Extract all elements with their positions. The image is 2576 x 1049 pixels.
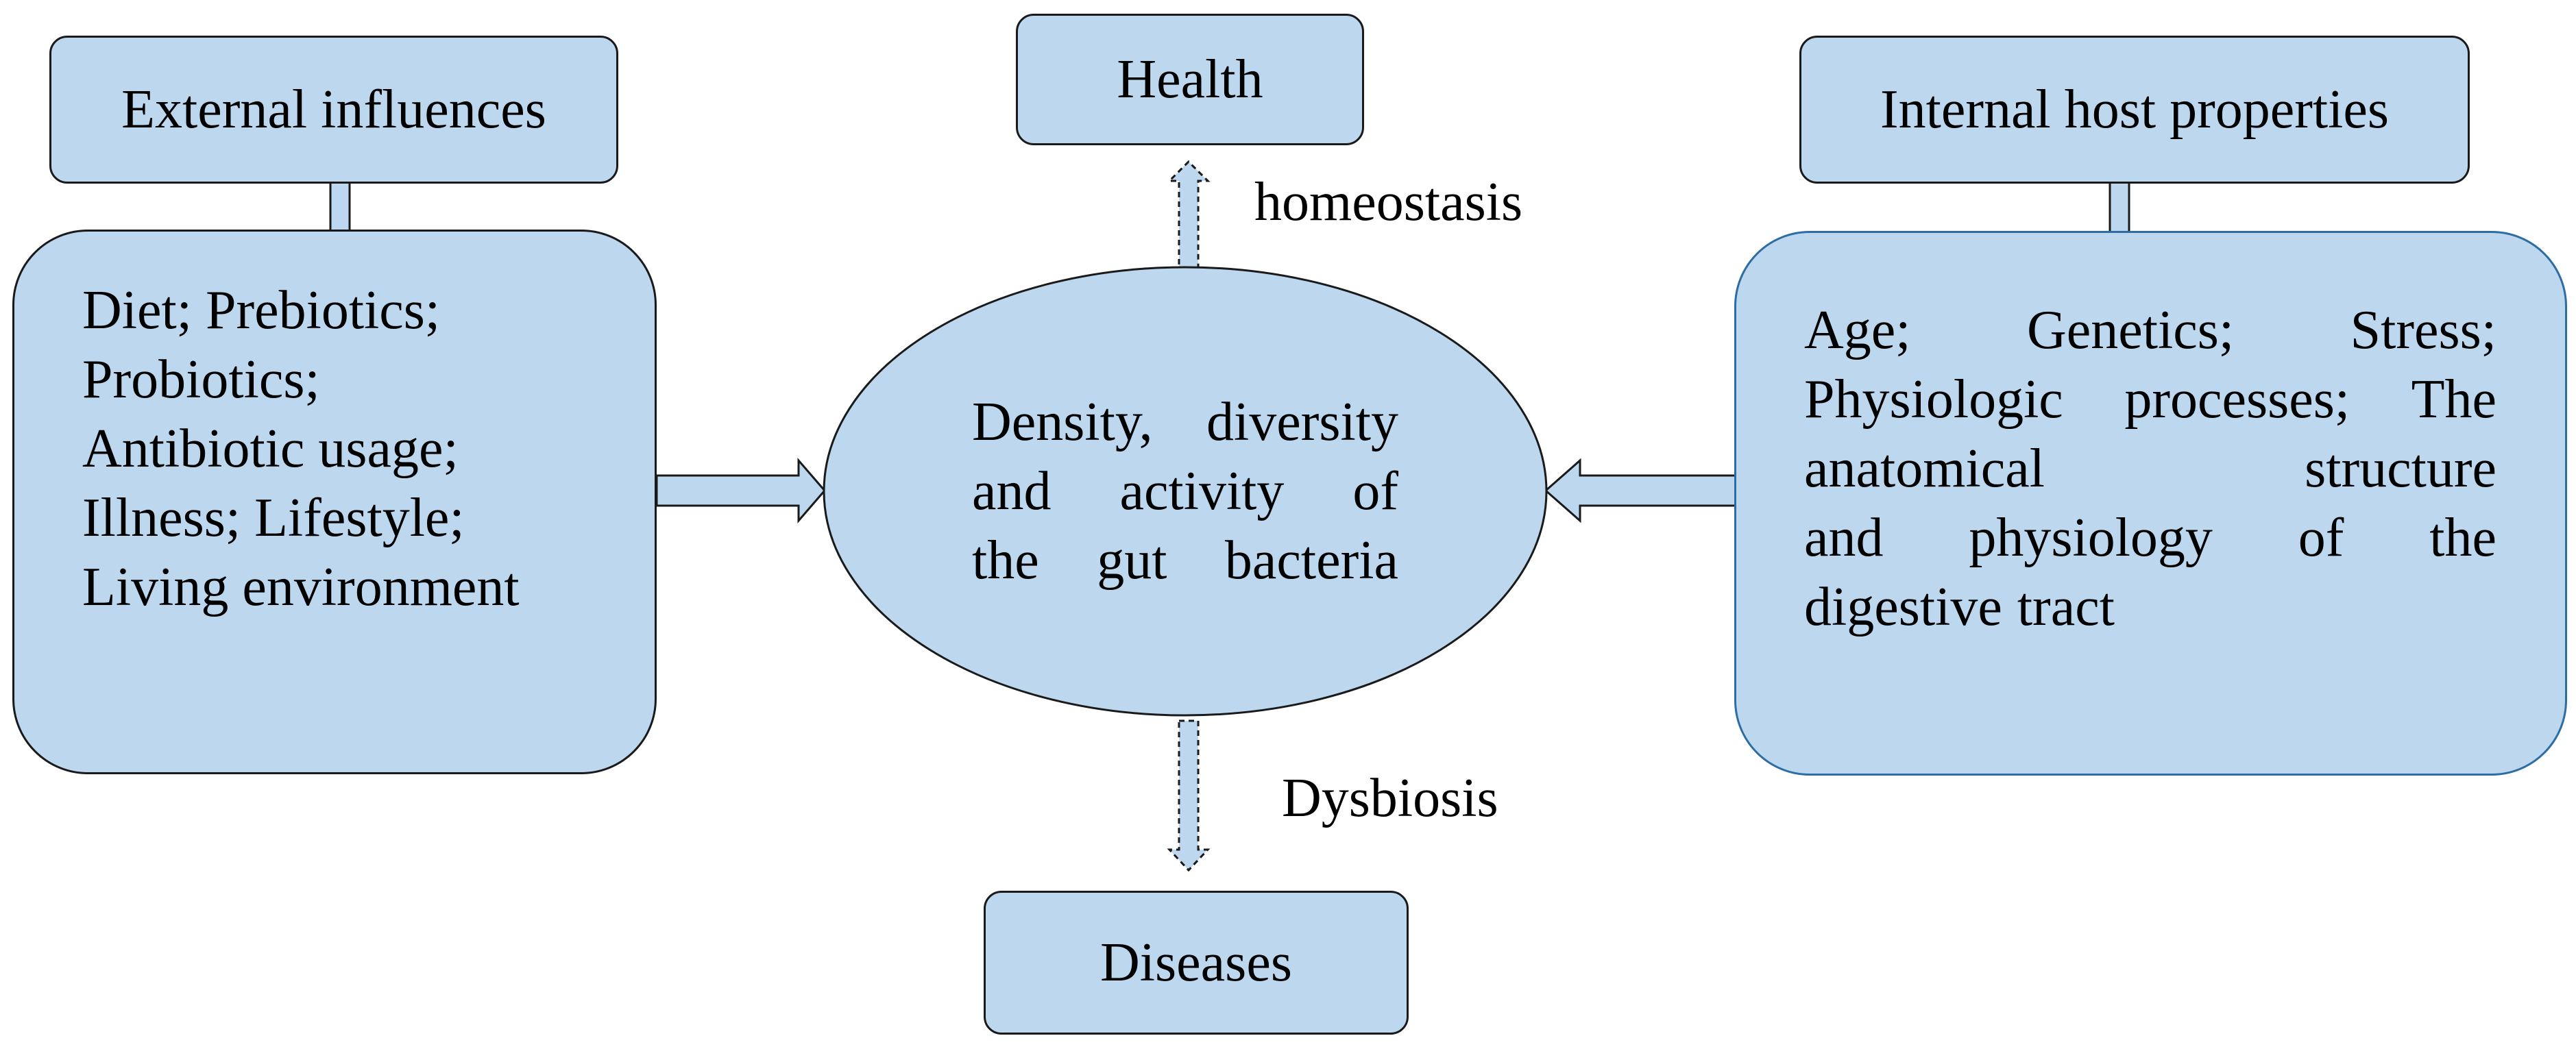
internal-host-text: Age; Genetics; Stress; Physiologic proce… (1804, 296, 2496, 642)
external-item: Probiotics; (82, 349, 320, 410)
external-item: Antibiotic usage; (82, 419, 459, 479)
homeostasis-label: homeostasis (1254, 172, 1523, 232)
internal-connector (2109, 181, 2130, 234)
external-influences-box (12, 230, 657, 774)
external-to-center-arrow (655, 457, 826, 524)
diseases-box: Diseases (984, 891, 1409, 1035)
dysbiosis-label: Dysbiosis (1282, 768, 1498, 828)
internal-line: anatomical structure (1804, 439, 2496, 499)
external-influences-list: Diet; Prebiotics; Probiotics; Antibiotic… (82, 276, 520, 622)
internal-line: Physiologic processes; The (1804, 369, 2496, 430)
external-influences-title: External influences (121, 79, 546, 140)
external-item: Diet; Prebiotics; (82, 280, 441, 341)
external-connector (329, 181, 351, 234)
internal-host-box (1734, 231, 2567, 776)
external-item: Living environment (82, 557, 520, 617)
center-line: Density, diversity (972, 392, 1398, 452)
internal-line: Age; Genetics; Stress; (1804, 300, 2496, 360)
center-line: the gut bacteria (972, 530, 1398, 591)
dysbiosis-arrow (1167, 719, 1211, 872)
center-line: and activity of (972, 461, 1398, 521)
health-box: Health (1016, 14, 1364, 145)
gut-bacteria-ellipse (823, 266, 1548, 717)
internal-line: digestive tract (1804, 577, 2115, 637)
health-title: Health (1117, 49, 1263, 110)
internal-host-title: Internal host properties (1880, 79, 2389, 140)
external-item: Illness; Lifestyle; (82, 488, 465, 548)
internal-line: and physiology of the (1804, 508, 2496, 568)
center-text: Density, diversity and activity of the g… (972, 388, 1398, 595)
external-influences-header: External influences (49, 36, 618, 184)
homeostasis-arrow (1167, 160, 1211, 275)
internal-to-center-arrow (1544, 458, 1738, 523)
diseases-title: Diseases (1100, 932, 1292, 993)
internal-host-header: Internal host properties (1799, 36, 2470, 184)
